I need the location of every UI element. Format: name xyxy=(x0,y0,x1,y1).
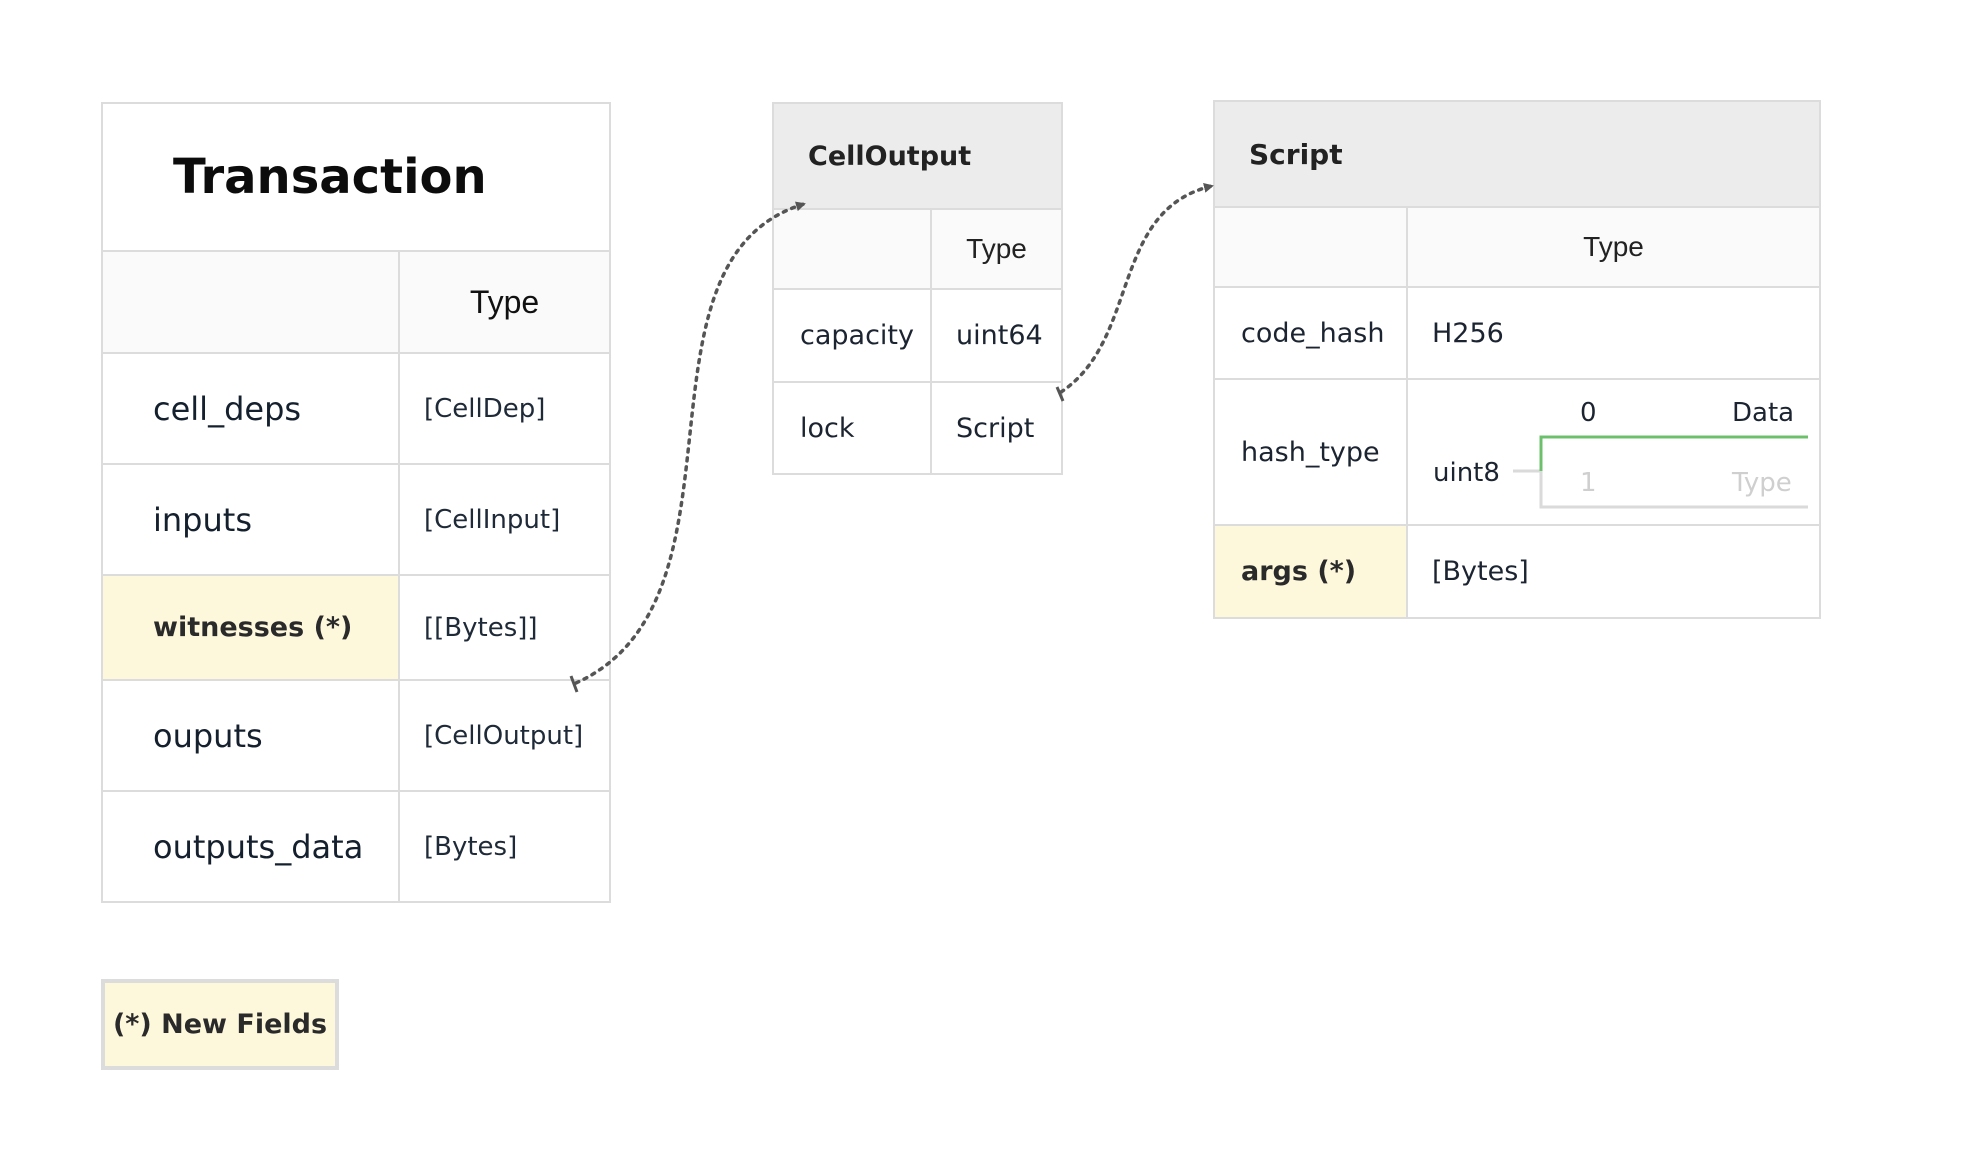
enum-branch-type xyxy=(1539,471,1808,509)
script-title-cell: Script xyxy=(1213,100,1821,208)
transaction-type-cell: [CellInput] xyxy=(398,463,611,576)
field-code-hash: code_hash xyxy=(1241,317,1385,349)
type-uint8: uint8 xyxy=(1433,458,1500,488)
connector-lock-to-script xyxy=(1059,182,1214,394)
field-lock: lock xyxy=(800,412,855,444)
legend-new-fields: (*) New Fields xyxy=(101,979,339,1070)
field-inputs: inputs xyxy=(153,500,252,539)
transaction-type-cell: [CellOutput] xyxy=(398,679,611,792)
field-witnesses: witnesses (*) xyxy=(153,612,353,643)
transaction-field-cell-new: witnesses (*) xyxy=(101,574,400,681)
enum-branch-data xyxy=(1539,435,1808,471)
enum-value-0: 0 xyxy=(1580,398,1597,428)
field-outputs-data: outputs_data xyxy=(153,827,364,866)
connector-tail-ouputs xyxy=(569,675,579,693)
field-capacity: capacity xyxy=(800,320,914,351)
type-cellinput: [CellInput] xyxy=(424,504,561,535)
field-cell-deps: cell_deps xyxy=(153,389,302,428)
script-type-cell: [Bytes] xyxy=(1406,524,1821,619)
enum-value-1: 1 xyxy=(1580,468,1597,498)
field-hash-type: hash_type xyxy=(1241,436,1380,468)
celloutput-title: CellOutput xyxy=(808,140,972,172)
enum-label-data: Data xyxy=(1732,398,1795,428)
legend-label: (*) New Fields xyxy=(112,1009,328,1040)
transaction-type-cell: [[Bytes]] xyxy=(398,574,611,681)
script-type-header: Type xyxy=(1406,206,1821,288)
field-args: args (*) xyxy=(1241,556,1357,587)
type-celloutput: [CellOutput] xyxy=(424,720,584,751)
type-bytes: [Bytes] xyxy=(1432,556,1529,587)
connector-tail-lock xyxy=(1055,386,1065,402)
transaction-title: Transaction xyxy=(173,149,487,205)
transaction-header-blank xyxy=(101,250,400,354)
type-h256: H256 xyxy=(1432,317,1504,349)
type-script: Script xyxy=(956,412,1035,444)
celloutput-header-blank xyxy=(772,208,932,290)
type-bytes-array: [[Bytes]] xyxy=(424,612,538,643)
celloutput-type-cell: Script xyxy=(930,381,1063,475)
type-celldep: [CellDep] xyxy=(424,393,546,424)
field-ouputs: ouputs xyxy=(153,716,263,755)
script-title: Script xyxy=(1249,137,1343,171)
connector-ouputs-to-celloutput xyxy=(574,201,806,685)
transaction-type-cell: [Bytes] xyxy=(398,790,611,903)
type-uint64: uint64 xyxy=(956,320,1043,351)
type-bytes: [Bytes] xyxy=(424,831,518,862)
transaction-field-cell: outputs_data xyxy=(101,790,400,903)
enum-label-type: Type xyxy=(1732,468,1792,498)
celloutput-title-cell: CellOutput xyxy=(772,102,1063,210)
